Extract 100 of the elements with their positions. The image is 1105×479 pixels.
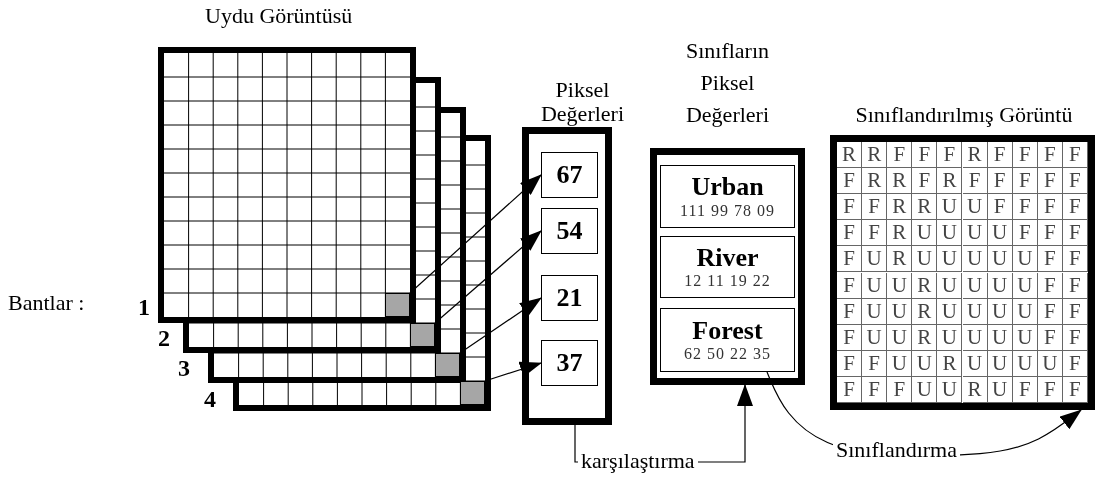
class-letter: F	[937, 142, 963, 169]
class-letter: U	[937, 194, 963, 221]
class-letter: F	[837, 272, 863, 299]
class-letter: F	[1037, 220, 1063, 247]
arrow	[484, 361, 542, 382]
class-letter: F	[887, 376, 913, 403]
class-letter: F	[987, 194, 1013, 221]
class-letter: U	[962, 350, 988, 377]
class-box	[660, 236, 795, 298]
class-letter: R	[937, 168, 963, 195]
class-letter: U	[962, 324, 988, 351]
class-letter: F	[1012, 142, 1038, 169]
class-letter: F	[1037, 376, 1063, 403]
pixel-cell	[410, 323, 435, 347]
class-name: Forest	[692, 316, 763, 346]
class-letter: F	[1062, 272, 1088, 299]
class-letter: U	[1037, 350, 1063, 377]
value-box: 67	[541, 152, 598, 198]
class-letter: F	[1037, 142, 1063, 169]
class-letter: U	[912, 376, 938, 403]
class-letter: R	[912, 324, 938, 351]
class-letter: F	[837, 246, 863, 273]
class-letter: U	[962, 272, 988, 299]
class-letter: U	[987, 324, 1013, 351]
class-letter: U	[1012, 272, 1038, 299]
class-letter: U	[987, 376, 1013, 403]
class-letter: R	[837, 142, 863, 169]
class-letter: U	[937, 324, 963, 351]
class-letter: R	[937, 350, 963, 377]
class-letter: F	[862, 350, 888, 377]
class-letter: U	[937, 298, 963, 325]
class-letter: U	[1012, 324, 1038, 351]
value-box: 37	[541, 340, 598, 386]
class-letter: R	[887, 168, 913, 195]
pixel-cell	[460, 381, 485, 405]
class-box	[660, 165, 795, 228]
class-letter: U	[987, 350, 1013, 377]
class-letter: U	[937, 220, 963, 247]
class-name: Urban	[691, 173, 764, 202]
class-letter: R	[862, 142, 888, 169]
class-letter: F	[1062, 194, 1088, 221]
class-box	[660, 308, 795, 372]
class-letter: F	[1062, 350, 1088, 377]
label-text: Bantlar :	[8, 290, 85, 316]
value-box: 21	[541, 275, 598, 321]
class-letter: R	[962, 376, 988, 403]
band-number: 2	[158, 325, 170, 352]
class-letter: F	[962, 168, 988, 195]
class-letter: F	[1037, 272, 1063, 299]
class-letter: F	[837, 220, 863, 247]
class-letter: F	[862, 220, 888, 247]
class-letter: U	[887, 324, 913, 351]
class-letter: U	[887, 298, 913, 325]
class-letter: R	[887, 194, 913, 221]
band-number: 3	[178, 355, 190, 382]
class-letter: U	[937, 246, 963, 273]
class-letter: F	[1037, 246, 1063, 273]
class-letter: F	[1062, 324, 1088, 351]
class-name: River	[696, 243, 759, 273]
class-letter: U	[962, 220, 988, 247]
arrow	[434, 230, 542, 324]
class-letter: U	[1012, 350, 1038, 377]
class-letter: F	[1037, 324, 1063, 351]
class-letter: F	[912, 168, 938, 195]
class-letter: F	[912, 142, 938, 169]
class-letter: R	[912, 298, 938, 325]
class-letter: F	[1012, 194, 1038, 221]
class-letter: U	[962, 298, 988, 325]
class-letter: F	[1037, 168, 1063, 195]
class-letter: U	[887, 350, 913, 377]
label-text: Uydu Görüntüsü	[205, 3, 353, 29]
class-letter: U	[912, 350, 938, 377]
class-letter: F	[1062, 376, 1088, 403]
class-letter: R	[912, 272, 938, 299]
class-letter: R	[862, 168, 888, 195]
class-letter: U	[962, 246, 988, 273]
class-letter: F	[1037, 194, 1063, 221]
band-number: 1	[138, 294, 150, 321]
class-letter: U	[987, 272, 1013, 299]
class-letter: U	[987, 220, 1013, 247]
class-letter: U	[937, 272, 963, 299]
class-letter: U	[862, 246, 888, 273]
class-letter: F	[1062, 246, 1088, 273]
class-letter: R	[912, 194, 938, 221]
panel-heading: Piksel Değerleri	[539, 78, 626, 127]
class-letter: U	[862, 272, 888, 299]
class-letter: F	[837, 194, 863, 221]
panel-heading: Sınıflandırılmış Görüntü	[854, 101, 1074, 129]
pixel-values: 111 99 78 09	[680, 201, 775, 220]
class-letter: F	[837, 324, 863, 351]
class-letter: F	[1012, 220, 1038, 247]
class-letter: U	[862, 298, 888, 325]
pixel-values: 12 11 19 22	[684, 272, 771, 291]
band-number: 4	[204, 386, 216, 413]
class-letter: F	[1062, 220, 1088, 247]
panel-heading: Sınıfların Piksel Değerleri	[684, 37, 771, 129]
class-letter: U	[962, 194, 988, 221]
class-letter: F	[862, 376, 888, 403]
class-letter: F	[1062, 298, 1088, 325]
class-letter: F	[1012, 168, 1038, 195]
